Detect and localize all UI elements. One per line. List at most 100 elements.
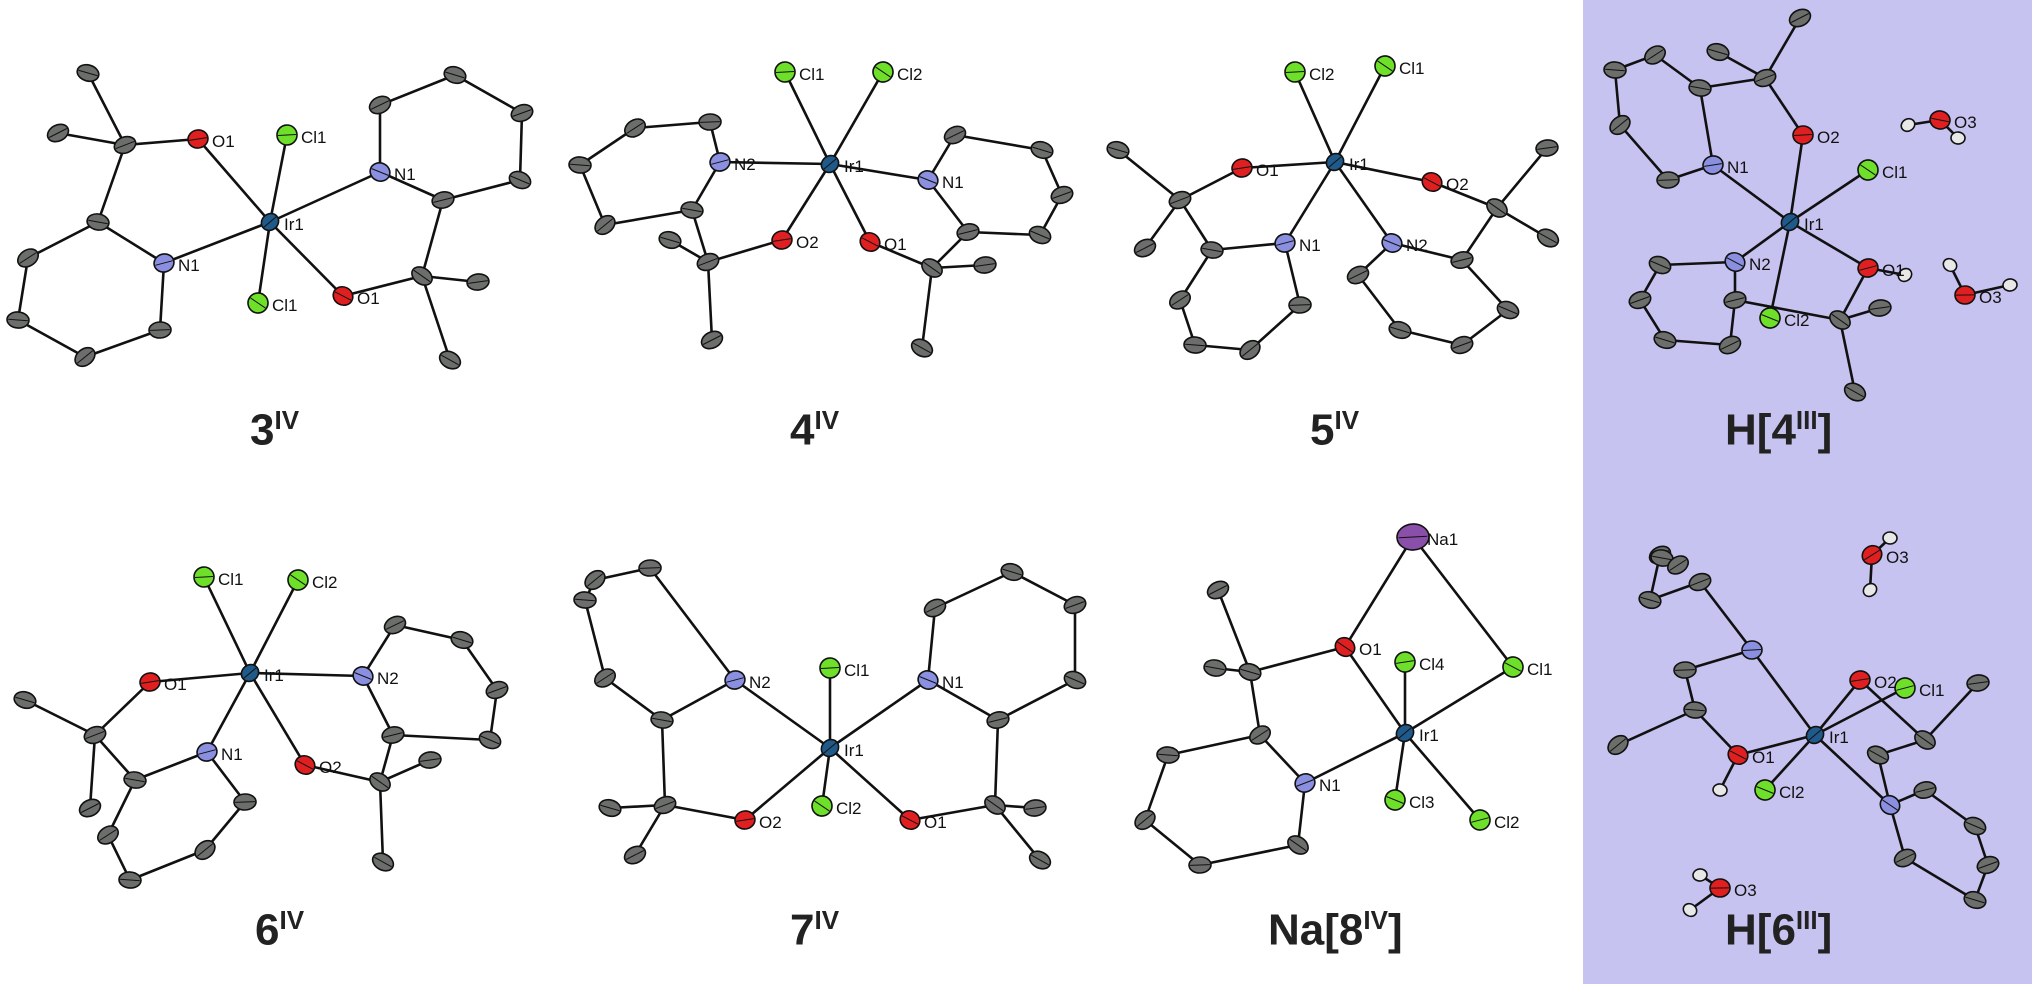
ellipsoid-axis xyxy=(370,100,390,110)
ellipsoid-axis xyxy=(1882,799,1898,811)
ellipsoid-axis xyxy=(726,677,744,683)
ellipsoid-axis xyxy=(901,815,919,825)
ellipsoid-axis xyxy=(652,717,672,723)
bond xyxy=(603,208,694,227)
ellipsoid-axis xyxy=(1471,817,1489,823)
atom-h xyxy=(1712,783,1728,797)
bond xyxy=(1248,645,1347,674)
ellipsoid-axis xyxy=(698,257,718,267)
ellipsoid-axis xyxy=(1002,568,1022,576)
bond xyxy=(1116,148,1182,202)
bond xyxy=(1283,160,1337,245)
atom-label: O3 xyxy=(1734,881,1757,900)
caption-main: 3 xyxy=(250,405,275,455)
bond xyxy=(1903,856,1977,902)
caption-main: 6 xyxy=(1771,905,1796,955)
bond xyxy=(378,780,385,864)
caption-main: 8 xyxy=(1338,905,1364,955)
atom-label: N2 xyxy=(749,673,771,692)
atom-label: O2 xyxy=(1874,673,1897,692)
atom-label: O2 xyxy=(1817,128,1840,147)
bond xyxy=(1750,648,1817,737)
bond xyxy=(1240,160,1337,170)
ellipsoid-axis xyxy=(1348,270,1368,280)
ellipsoid-axis xyxy=(1869,749,1887,761)
atom-label: O1 xyxy=(884,235,907,254)
ellipsoid-axis xyxy=(1690,577,1710,587)
ellipsoid-axis xyxy=(1726,257,1744,267)
ellipsoid-axis xyxy=(988,717,1008,723)
bond xyxy=(361,674,395,737)
ellipsoid-axis xyxy=(1704,163,1722,167)
bond xyxy=(718,160,832,166)
bond xyxy=(453,73,524,115)
bond xyxy=(1296,781,1307,847)
bond xyxy=(93,680,152,737)
ellipsoid-axis xyxy=(596,218,614,232)
atom-label: O1 xyxy=(164,675,187,694)
ellipsoid-axis xyxy=(1931,117,1949,123)
bond xyxy=(633,120,712,130)
caption-sup: IV xyxy=(1363,905,1388,935)
atom-label: Cl2 xyxy=(1779,783,1805,802)
ellipsoid-axis xyxy=(1537,146,1557,150)
ellipsoid-axis xyxy=(1605,68,1625,72)
ellipsoid-axis xyxy=(1065,601,1085,609)
ellipsoid-axis xyxy=(150,329,170,331)
ellipsoid-axis xyxy=(575,598,595,602)
bond xyxy=(1460,206,1499,262)
bond xyxy=(248,671,307,767)
ellipsoid-axis xyxy=(1846,386,1864,398)
bond xyxy=(1788,133,1805,224)
bond xyxy=(162,220,272,265)
ellipsoid-axis xyxy=(334,291,352,301)
caption-sup: III xyxy=(1795,405,1818,435)
caption-6: 6IV xyxy=(255,905,304,956)
ellipsoid-axis xyxy=(925,603,945,613)
ellipsoid-axis xyxy=(1611,118,1629,132)
atom-h xyxy=(1682,902,1698,918)
caption-h6: H[6III] xyxy=(1725,905,1832,956)
bond xyxy=(441,178,522,202)
bond xyxy=(158,261,166,332)
bond xyxy=(1813,678,1862,737)
atom-label: O3 xyxy=(1979,288,2002,307)
ellipsoid-axis xyxy=(1452,257,1472,263)
atom-label: O1 xyxy=(212,132,235,151)
atom-label: Cl1 xyxy=(1882,163,1908,182)
ellipsoid-axis xyxy=(1498,305,1518,315)
atom-label: Cl1 xyxy=(1527,660,1553,679)
ellipsoid-axis xyxy=(1290,304,1310,306)
bond xyxy=(1733,220,1792,264)
bond xyxy=(1403,731,1482,822)
atom-label: O2 xyxy=(796,233,819,252)
bond xyxy=(953,133,1044,152)
bond xyxy=(1838,318,1857,394)
ellipsoid-axis xyxy=(1285,71,1305,73)
ellipsoid-axis xyxy=(700,121,720,123)
atom-label: Ir1 xyxy=(1419,726,1439,745)
ellipsoid-axis xyxy=(1650,260,1670,270)
ellipsoid-axis xyxy=(1386,796,1404,804)
atom-label: O2 xyxy=(759,813,782,832)
bond xyxy=(268,220,345,298)
ellipsoid-axis xyxy=(115,140,135,150)
bond xyxy=(1736,733,1817,757)
ellipsoid-axis xyxy=(1793,134,1813,136)
ellipsoid-axis xyxy=(1241,343,1259,357)
ellipsoid-axis xyxy=(1208,585,1228,595)
ellipsoid-axis xyxy=(626,122,644,134)
ellipsoid-axis xyxy=(1859,265,1877,271)
ellipsoid-axis xyxy=(1965,896,1985,904)
ellipsoid-axis xyxy=(1276,240,1294,246)
bond xyxy=(1460,258,1510,312)
ellipsoid-axis xyxy=(80,803,100,813)
ellipsoid-axis xyxy=(1895,853,1915,863)
bond xyxy=(86,71,127,147)
caption-4: 4IV xyxy=(790,405,839,456)
atom-label: Cl1 xyxy=(799,65,825,84)
bond xyxy=(1495,146,1549,210)
bond xyxy=(828,678,930,750)
